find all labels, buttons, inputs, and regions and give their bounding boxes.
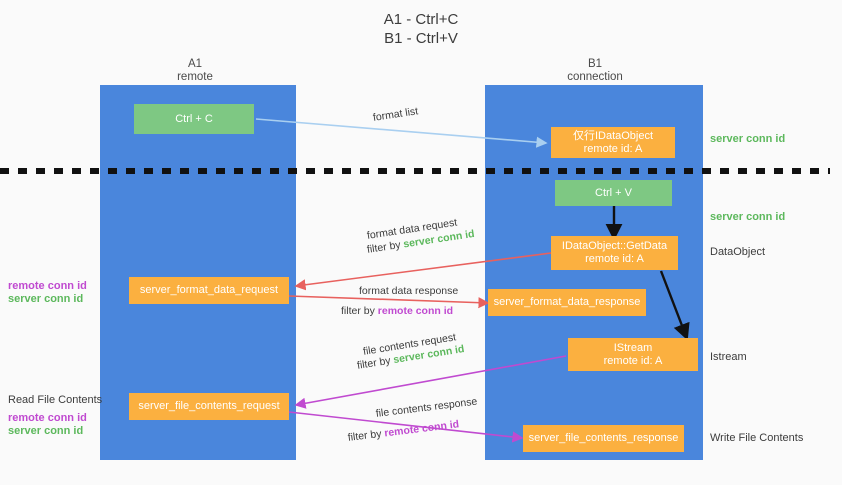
box-istream-line2: remote id: A: [603, 354, 663, 367]
left-label-server-conn-id-2: server conn id: [8, 425, 84, 437]
box-getdata-line1: IDataObject::GetData: [561, 240, 668, 252]
column-a1-role: remote: [177, 71, 213, 83]
file-contents-response-filter-prefix: filter by: [347, 427, 386, 444]
box-idataobject-line2: remote id: A: [583, 142, 643, 155]
box-server-format-data-request[interactable]: server_format_data_request: [129, 277, 289, 304]
page-title: A1 - Ctrl+C B1 - Ctrl+V: [0, 10, 842, 48]
file-contents-response-filter-value: remote conn id: [383, 418, 460, 440]
right-label-write-file-contents: Write File Contents: [710, 432, 804, 444]
edge-label-format-data-response-line1: format data response: [359, 285, 459, 297]
left-label-remote-conn-id-2: remote conn id: [8, 412, 87, 424]
edge-label-format-list: format list: [372, 105, 419, 124]
column-header-b1: B1 connection: [520, 58, 670, 84]
column-b1-name: B1: [587, 58, 603, 70]
box-istream-line1: IStream: [613, 341, 653, 354]
box-istream[interactable]: IStream remote id: A: [568, 338, 698, 371]
title-line-2: B1 - Ctrl+V: [384, 30, 458, 47]
edge-label-file-contents-response-filter: filter by remote conn id: [347, 417, 460, 445]
left-label-server-conn-id-1: server conn id: [8, 293, 84, 305]
box-server-file-contents-request[interactable]: server_file_contents_request: [129, 393, 289, 420]
column-b1-role: connection: [567, 71, 623, 83]
column-a1-name: A1: [187, 58, 203, 70]
box-ctrl-c[interactable]: Ctrl + C: [134, 104, 254, 134]
box-server-format-data-response[interactable]: server_format_data_response: [488, 289, 646, 316]
edge-label-format-data-response-filter: filter by remote conn id: [341, 304, 453, 318]
box-idataobject-line1: 仅行IDataObject: [572, 129, 654, 142]
box-server-file-contents-response[interactable]: server_file_contents_response: [523, 425, 684, 452]
box-idataobject[interactable]: 仅行IDataObject remote id: A: [551, 127, 675, 158]
box-ctrl-v[interactable]: Ctrl + V: [555, 180, 672, 206]
title-line-1: A1 - Ctrl+C: [383, 11, 459, 28]
right-label-server-conn-id-mid: server conn id: [710, 211, 786, 223]
format-data-response-filter-value: remote conn id: [377, 305, 454, 317]
right-label-dataobject: DataObject: [710, 246, 766, 258]
box-getdata[interactable]: IDataObject::GetData remote id: A: [551, 236, 678, 270]
left-label-remote-conn-id-1: remote conn id: [8, 280, 87, 292]
left-label-read-file-contents: Read File Contents: [8, 394, 103, 406]
box-getdata-line2: remote id: A: [585, 253, 644, 265]
column-header-a1: A1 remote: [120, 58, 270, 84]
right-label-istream: Istream: [710, 351, 747, 363]
edge-label-file-contents-response-line1: file contents response: [375, 395, 478, 420]
right-label-server-conn-id-top: server conn id: [710, 133, 786, 145]
file-contents-request-filter-prefix: filter by: [356, 354, 395, 372]
format-data-request-filter-prefix: filter by: [366, 238, 405, 256]
format-data-response-filter-prefix: filter by: [341, 305, 378, 317]
